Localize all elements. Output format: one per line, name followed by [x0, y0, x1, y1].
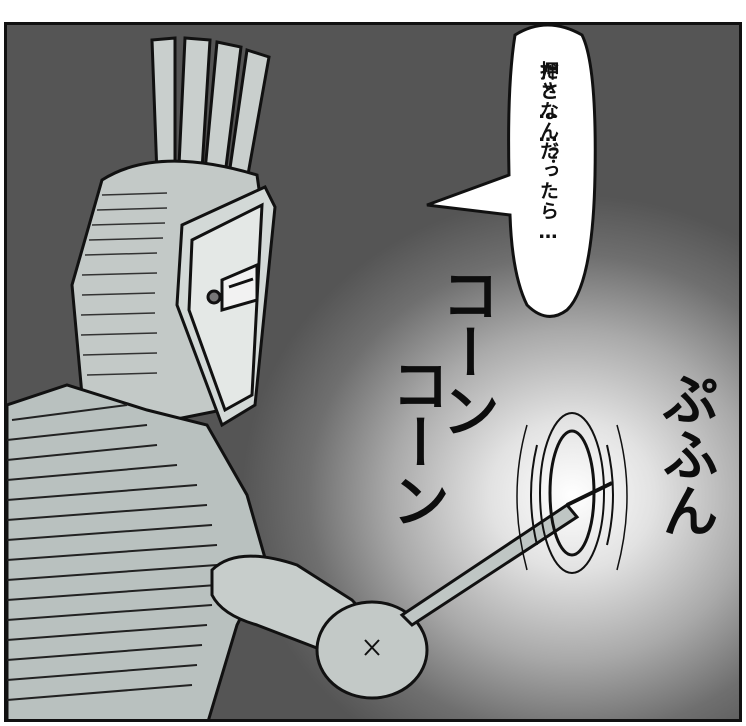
speech-bubble-shape [426, 25, 597, 318]
portal-rings [516, 412, 628, 574]
sfx-ring-2: コーン [382, 355, 450, 529]
head-crest [150, 36, 271, 182]
figure-head [70, 159, 277, 428]
sfx-poke: ぷふん [653, 370, 718, 538]
comic-panel: 押さなんだったら… だと……？ コーン コーン ぷふん [4, 22, 742, 722]
sfx-ring-1: コーン [432, 265, 500, 439]
speech-bubble: 押さなんだったら… だと……？ [503, 25, 593, 325]
panel-art [7, 25, 628, 719]
figure-body [7, 383, 429, 719]
speech-line-1: 押さなんだったら… [537, 61, 559, 244]
speech-line-2: だと……？ [537, 61, 559, 167]
